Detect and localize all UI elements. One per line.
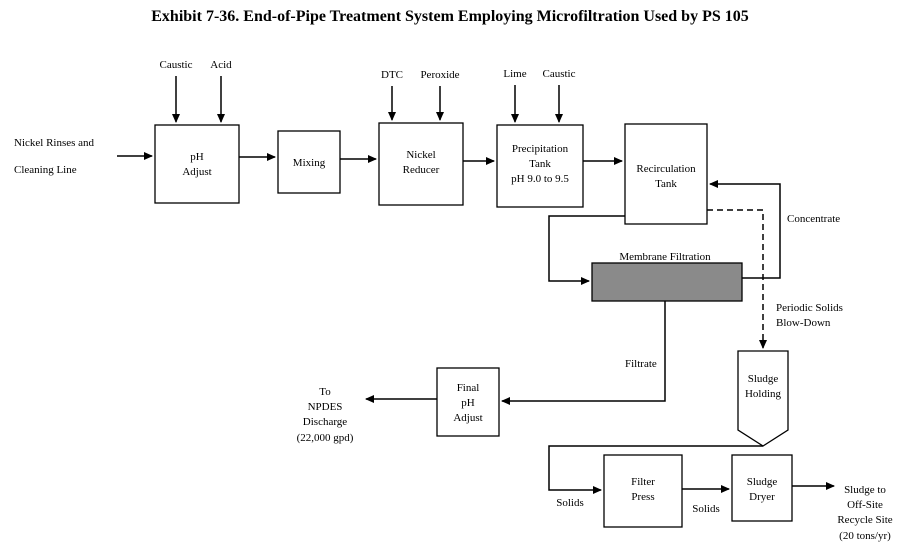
ph-adjust-box: pH Adjust: [154, 124, 240, 204]
svg-text:Tank: Tank: [655, 178, 677, 190]
svg-text:Sludge: Sludge: [748, 373, 779, 385]
svg-text:Reducer: Reducer: [403, 164, 440, 176]
svg-text:Membrane Filtration: Membrane Filtration: [619, 251, 711, 263]
caustic-2-input-label: Caustic: [543, 68, 576, 80]
filter-press-box: Filter Press: [603, 454, 683, 528]
sludge-dryer-box: Sludge Dryer: [731, 454, 793, 522]
svg-text:Tank: Tank: [529, 158, 551, 170]
svg-text:Filter: Filter: [631, 476, 655, 488]
peroxide-input-label: Peroxide: [420, 69, 459, 81]
solids-label-2: Solids: [692, 503, 720, 515]
blowdown-label-line1: Periodic Solids: [776, 302, 843, 314]
offsite-output-line2: Off-Site: [847, 499, 883, 511]
offsite-output-line1: Sludge to: [844, 484, 886, 496]
sludge-holding-to-filter-press-arrow: [548, 445, 763, 494]
svg-text:Nickel: Nickel: [406, 149, 435, 161]
svg-text:Holding: Holding: [745, 388, 782, 400]
npdes-output-line4: (22,000 gpd): [297, 432, 354, 444]
concentrate-return-arrow: [709, 180, 781, 279]
npdes-output-line1: To: [319, 386, 331, 398]
offsite-output-line4: (20 tons/yr): [839, 530, 891, 542]
concentrate-label: Concentrate: [787, 213, 840, 225]
lime-input-label: Lime: [503, 68, 526, 80]
source-label-line2: Cleaning Line: [14, 164, 77, 176]
final-ph-adjust-box: Final pH Adjust: [436, 367, 500, 437]
svg-text:Press: Press: [631, 491, 654, 503]
svg-text:Adjust: Adjust: [453, 412, 482, 424]
offsite-output-line3: Recycle Site: [837, 514, 892, 526]
svg-text:pH: pH: [190, 151, 204, 163]
filtrate-to-final-ph-arrow: [501, 301, 666, 405]
filtrate-label: Filtrate: [625, 358, 657, 370]
svg-text:Mixing: Mixing: [293, 157, 326, 169]
acid-input-label: Acid: [210, 59, 232, 71]
npdes-output-line2: NPDES: [308, 401, 343, 413]
sludge-holding-tank: Sludge Holding: [737, 350, 789, 447]
svg-text:Dryer: Dryer: [749, 491, 775, 503]
diagram-title: Exhibit 7-36. End-of-Pipe Treatment Syst…: [151, 8, 748, 25]
nickel-reducer-box: Nickel Reducer: [378, 122, 464, 206]
mixing-box: Mixing: [277, 130, 341, 194]
membrane-filtration-unit: Membrane Filtration: [591, 251, 743, 302]
svg-text:Recirculation: Recirculation: [636, 163, 696, 175]
recirculation-to-membrane-arrow: [548, 215, 625, 285]
precipitation-tank-box: Precipitation Tank pH 9.0 to 9.5: [496, 124, 584, 208]
solids-label-1: Solids: [556, 497, 584, 509]
recirculation-tank-box: Recirculation Tank: [624, 123, 708, 225]
dtc-input-label: DTC: [381, 69, 403, 81]
svg-text:Final: Final: [457, 382, 480, 394]
source-label-line1: Nickel Rinses and: [14, 137, 95, 149]
svg-text:Sludge: Sludge: [747, 476, 778, 488]
blowdown-dashed-arrow: [707, 209, 767, 349]
npdes-output-line3: Discharge: [303, 416, 348, 428]
blowdown-label-line2: Blow-Down: [776, 317, 831, 329]
svg-text:Precipitation: Precipitation: [512, 143, 569, 155]
svg-text:pH: pH: [461, 397, 475, 409]
svg-text:pH 9.0 to 9.5: pH 9.0 to 9.5: [511, 173, 569, 185]
svg-text:Adjust: Adjust: [182, 166, 211, 178]
caustic-input-label: Caustic: [160, 59, 193, 71]
